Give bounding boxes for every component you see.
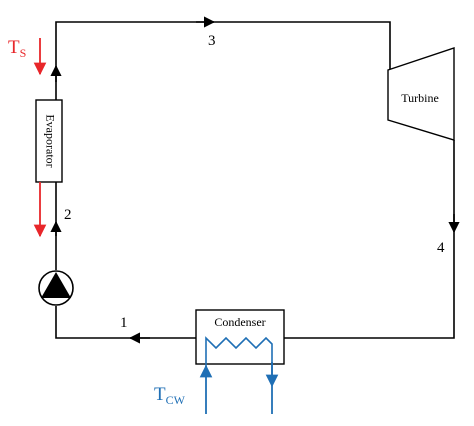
evaporator-label: Evaporator <box>43 114 57 167</box>
state-label-2: 2 <box>64 207 72 223</box>
evaporator-box <box>35 99 63 183</box>
condenser: Condenser <box>195 309 285 376</box>
cooling-water-label: TCW <box>154 384 186 407</box>
state-label-3: 3 <box>208 33 216 49</box>
heat-source-stream: TS <box>8 37 47 238</box>
state-label-1: 1 <box>120 315 128 331</box>
turbine-label: Turbine <box>401 91 439 105</box>
turbine: Turbine <box>387 47 455 141</box>
condenser-label: Condenser <box>214 315 265 329</box>
heat-source-label: TS <box>8 37 26 60</box>
state-labels: 1 2 3 4 <box>64 33 445 331</box>
condenser-box <box>195 309 285 365</box>
flow-arrows <box>50 16 460 344</box>
cooling-water-stream: TCW <box>154 362 279 414</box>
condenser-coil <box>205 336 273 376</box>
turbine-body <box>387 47 455 141</box>
evaporator: Evaporator <box>35 99 63 183</box>
pump <box>38 270 74 306</box>
line-state-4 <box>284 140 455 339</box>
pump-icon <box>41 272 71 298</box>
line-state-3 <box>55 21 391 100</box>
state-label-4: 4 <box>437 240 445 256</box>
